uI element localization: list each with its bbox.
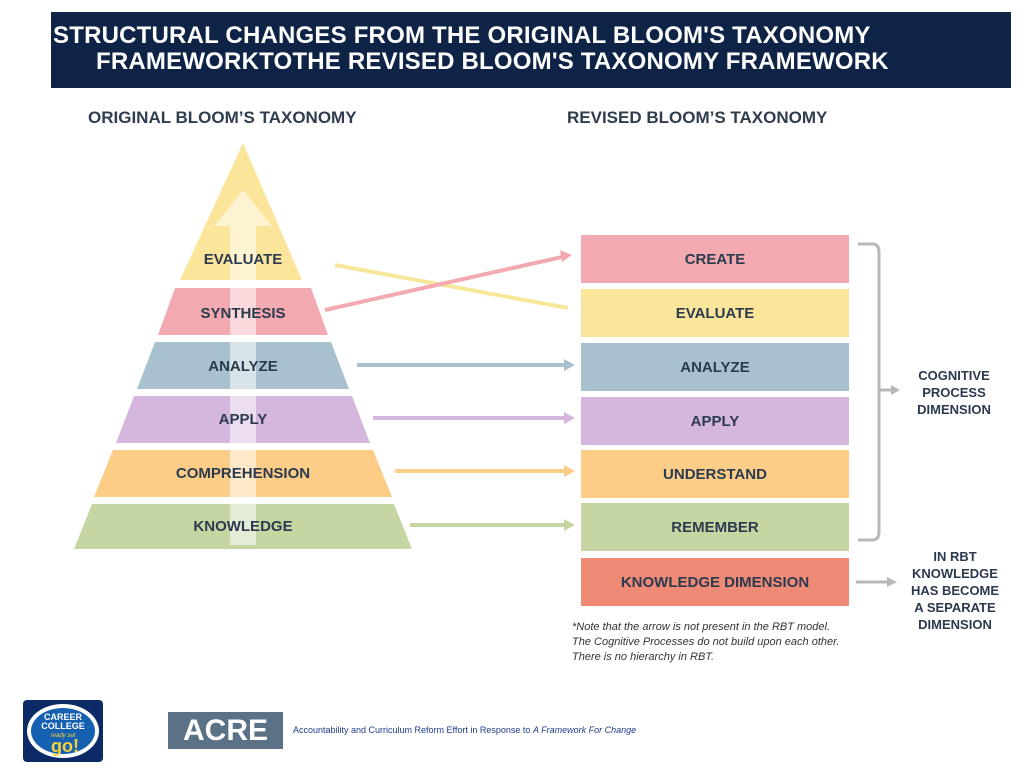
revised-box-evaluate: [581, 289, 849, 337]
arrowhead-analyze-icon: [564, 359, 575, 371]
logo-text-ready: ready set: [51, 733, 76, 739]
revised-box-knowledge: [581, 558, 849, 606]
revised-label-apply: APPLY: [690, 412, 740, 430]
revised-label-create: CREATE: [684, 250, 746, 268]
revised-label-analyze: ANALYZE: [680, 358, 750, 376]
arrow-synthesis-to-create: [324, 255, 563, 312]
knowledge-separate-label: IN RBT KNOWLEDGE HAS BECOME A SEPARATE D…: [910, 549, 1000, 632]
revised-label-remember: REMEMBER: [671, 518, 759, 536]
cognitive-bracket: [858, 242, 881, 542]
logo-text-college: COLLEGE: [41, 721, 85, 731]
pyramid-label-knowledge: KNOWLEDGE: [193, 518, 293, 535]
arrowhead-comprehension-icon: [564, 465, 575, 477]
arrowhead-knowledge-icon: [564, 519, 575, 531]
revised-label-knowledge-dimension: KNOWLEDGE DIMENSION: [620, 573, 810, 591]
knowledge-arrowhead-icon: [887, 577, 897, 587]
logo-text-go: go!: [51, 736, 79, 756]
arrowhead-apply-icon: [564, 412, 575, 424]
pyramid-label-evaluate: EVALUATE: [203, 251, 283, 268]
revised-box-create: [581, 235, 849, 283]
rbt-note: *Note that the arrow is not present in t…: [572, 621, 840, 663]
title-line-2: FRAMEWORKTOTHE REVISED BLOOM'S TAXONOMY …: [96, 48, 889, 75]
revised-box-understand: [581, 450, 849, 498]
revised-box-apply: [581, 397, 849, 445]
pyramid-label-synthesis: SYNTHESIS: [200, 305, 286, 322]
arrowhead-create-icon: [560, 250, 572, 262]
pyramid-up-arrow-icon: [214, 190, 272, 545]
footer-text: Accountability and Curriculum Reform Eff…: [293, 725, 637, 735]
career-college-logo: CAREER COLLEGE ready set go!: [23, 700, 103, 762]
title-banner: STRUCTURAL CHANGES FROM THE ORIGINAL BLO…: [51, 12, 1011, 88]
revised-heading: REVISED BLOOM’S TAXONOMY: [567, 108, 828, 127]
original-heading: ORIGINAL BLOOM’S TAXONOMY: [88, 108, 357, 127]
revised-box-remember: [581, 503, 849, 551]
cognitive-process-label: COGNITIVE PROCESS DIMENSION: [917, 368, 991, 417]
pyramid-label-apply: APPLY: [218, 411, 268, 428]
revised-label-understand: UNDERSTAND: [663, 465, 767, 483]
logo-text-career: CAREER: [44, 712, 83, 722]
pyramid-label-analyze: ANALYZE: [208, 358, 278, 375]
pyramid-label-comprehension: COMPREHENSION: [175, 465, 311, 482]
bracket-arrowhead-icon: [891, 385, 900, 395]
arrow-evaluate-to-evaluate: [334, 263, 569, 310]
revised-label-evaluate: EVALUATE: [675, 304, 755, 322]
revised-box-analyze: [581, 343, 849, 391]
acre-logo: ACRE: [168, 712, 283, 749]
title-line-1: STRUCTURAL CHANGES FROM THE ORIGINAL BLO…: [53, 22, 871, 49]
